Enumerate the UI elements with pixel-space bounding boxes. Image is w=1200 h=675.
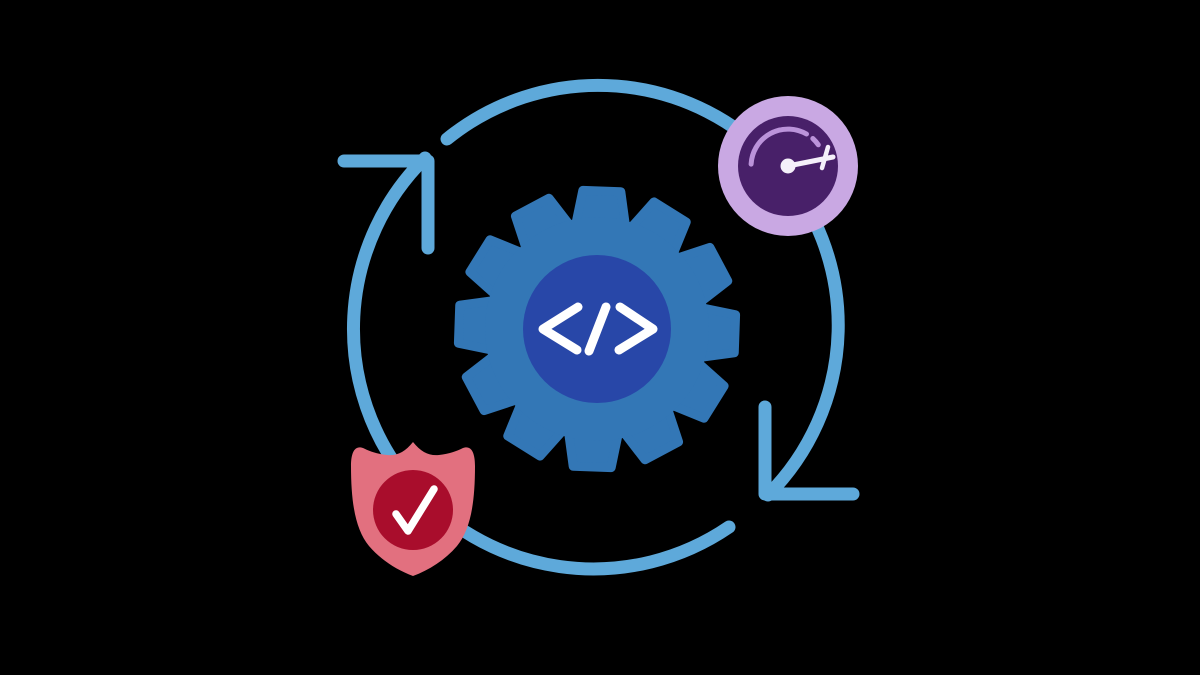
code-gear <box>453 185 741 473</box>
gauge-arc <box>748 126 809 167</box>
checkmark-icon <box>392 485 438 535</box>
cycle-arrowhead-top-left-icon <box>337 154 435 255</box>
code-chevron-right <box>614 302 658 355</box>
code-chevron-left <box>538 302 583 355</box>
gauge-arc-dash <box>810 136 821 148</box>
speed-badge <box>718 96 858 236</box>
gauge-needle-hub <box>780 158 796 174</box>
security-badge <box>351 442 475 576</box>
cycle-arrowhead-bottom-right-icon <box>758 400 860 501</box>
code-icon <box>538 302 658 356</box>
gauge-needle-tick <box>819 144 831 171</box>
gauge-icon <box>748 126 821 167</box>
code-slash <box>584 302 611 356</box>
gauge-needle-icon <box>780 144 836 174</box>
shield-check-circle <box>373 470 453 550</box>
